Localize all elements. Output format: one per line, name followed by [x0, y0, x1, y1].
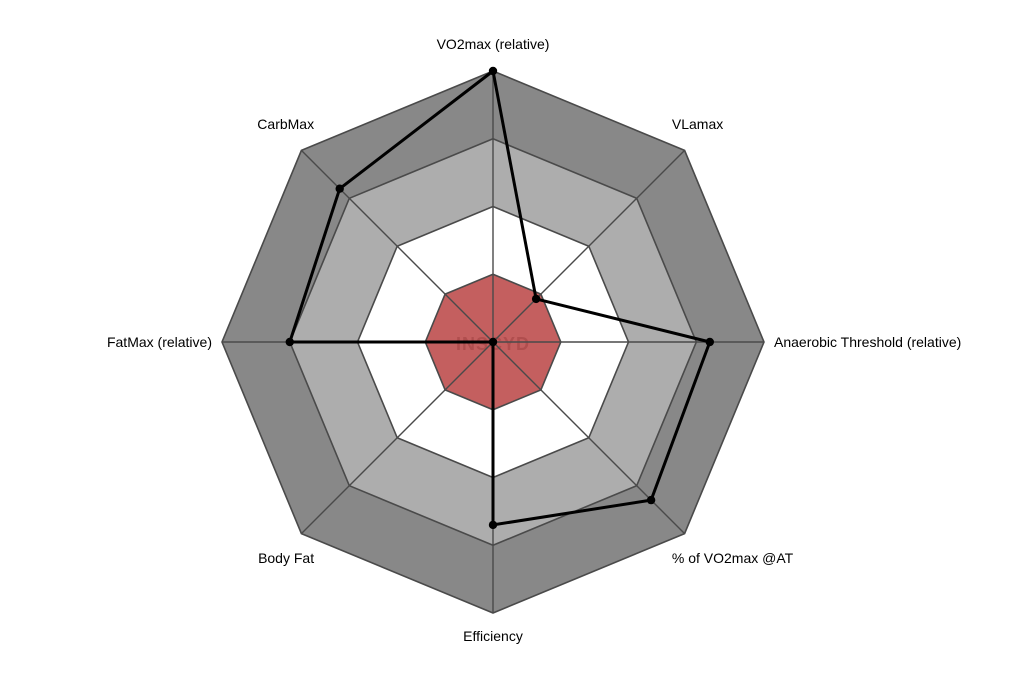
spoke-line-6: [300, 341, 494, 535]
data-point-2: [531, 294, 541, 304]
axis-label-7: FatMax (relative): [107, 334, 212, 350]
axis-label-8: CarbMax: [257, 116, 314, 132]
axis-label-3: Anaerobic Threshold (relative): [774, 334, 961, 350]
data-point-4: [646, 495, 656, 505]
data-point-7: [285, 337, 294, 347]
data-point-8: [335, 184, 344, 193]
data-point-6: [488, 337, 498, 347]
spoke-line-8: [300, 149, 494, 343]
data-point-3: [705, 337, 714, 347]
axis-label-6: Body Fat: [258, 550, 314, 566]
data-point-1: [488, 66, 498, 76]
axis-label-1: VO2max (relative): [437, 36, 550, 52]
axis-label-5: Efficiency: [463, 628, 523, 644]
series-layer: [285, 66, 714, 530]
axis-label-2: VLamax: [672, 116, 723, 132]
spoke-line-2: [492, 149, 686, 343]
axis-label-4: % of VO2max @AT: [672, 550, 794, 566]
data-point-5: [488, 520, 498, 530]
